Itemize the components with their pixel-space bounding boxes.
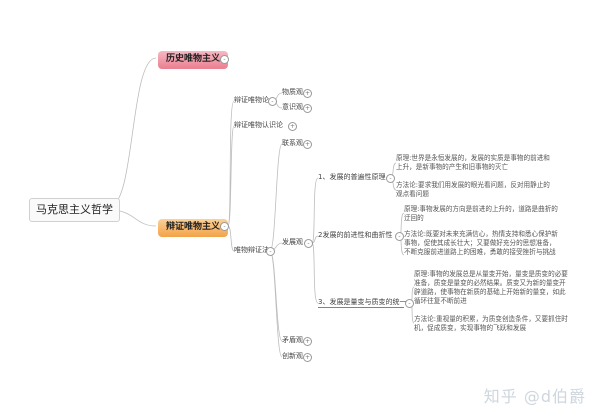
universality-method-text[interactable]: 方法论:要求我们用发展的眼光看问题，反对用静止的观点看问题 [396, 181, 550, 198]
collapse-toggle-icon[interactable]: - [395, 232, 404, 241]
node-dialectical-method[interactable]: 唯物辩证法 [234, 246, 269, 254]
node-connection-view[interactable]: 联系观 [282, 139, 303, 147]
root-node[interactable]: 马克思主义哲学 [29, 198, 120, 223]
node-contradiction-view[interactable]: 矛盾观 [282, 336, 303, 344]
node-consciousness-view[interactable]: 意识观 [282, 103, 303, 111]
collapse-toggle-icon[interactable]: - [266, 247, 275, 256]
universality-principle-text[interactable]: 原理:世界是永恒发展的，发展的实质是事物的前进和上升，是新事物的产生和旧事物的灭… [396, 154, 550, 171]
watermark: 知乎 @d伯爵 [483, 387, 586, 406]
progress-principle-text[interactable]: 原理:事物发展的方向是前进的上升的，道路是曲折的迂回的 [404, 205, 558, 222]
node-universality-principle[interactable]: 1、发展的普遍性原理 [318, 173, 386, 181]
quantity-quality-method-text[interactable]: 方法论:重视量的积累，为质变创造条件，又要抓住时机，促成质变，实现事物的飞跃和发… [414, 315, 568, 332]
expand-toggle-icon[interactable]: + [303, 353, 312, 362]
expand-toggle-icon[interactable]: + [303, 337, 312, 346]
collapse-toggle-icon[interactable]: - [405, 299, 414, 308]
node-dialectical-materialism-theory[interactable]: 辩证唯物论 [234, 96, 269, 104]
collapse-toggle-icon[interactable]: - [220, 55, 229, 64]
branch-historical-materialism[interactable]: 历史唯物主义 [158, 51, 229, 69]
expand-toggle-icon[interactable]: + [303, 140, 312, 149]
collapse-toggle-icon[interactable]: - [304, 239, 313, 248]
collapse-toggle-icon[interactable]: - [386, 174, 395, 183]
expand-toggle-icon[interactable]: + [288, 122, 297, 131]
node-matter-view[interactable]: 物质观 [282, 88, 303, 96]
expand-toggle-icon[interactable]: + [303, 89, 312, 98]
expand-toggle-icon[interactable]: + [303, 104, 312, 113]
progress-method-text[interactable]: 方法论:既要对未来充满信心，热情支持和悉心保护新事物，促使其成长壮大；又要做好充… [404, 230, 558, 256]
node-quantity-quality[interactable]: 3、发展是量变与质变的统一 [318, 298, 407, 306]
quantity-quality-principle-text[interactable]: 原理:事物的发展总是从量变开始，量变是质变的必要准备，质变是量变的必然结果。质变… [414, 270, 568, 305]
node-progress-tortuosity[interactable]: 2发展的前进性和曲折性 [318, 231, 393, 239]
node-development-view[interactable]: 发展观 [282, 238, 303, 246]
node-epistemology[interactable]: 辩证唯物认识论 [234, 121, 283, 129]
node-innovation-view[interactable]: 创新观 [282, 352, 303, 360]
selection-underline [318, 307, 404, 308]
collapse-toggle-icon[interactable]: - [268, 97, 277, 106]
branch-dialectical-materialism[interactable]: 辩证唯物主义 [158, 219, 229, 237]
collapse-toggle-icon[interactable]: - [220, 222, 229, 231]
